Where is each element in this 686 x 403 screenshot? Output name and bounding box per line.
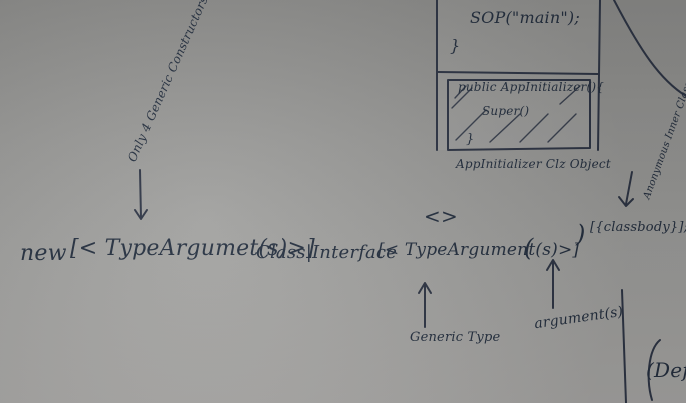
box-caption: AppInitializer Clz Object: [456, 157, 611, 171]
syntax-open-paren: (: [524, 234, 534, 262]
syntax-close-paren: ): [576, 220, 586, 248]
bottom-right-bracket: [647, 339, 661, 401]
arrow-head-generic-constructors: [134, 209, 148, 220]
annotation-def-partial: (Def: [646, 358, 686, 382]
box-text-super: Super(): [482, 104, 530, 118]
syntax-type-arguments-2: [< TypeArgument(s)>]: [378, 240, 580, 260]
syntax-type-arguments-1: [< TypeArgumet(s)>]: [70, 236, 315, 261]
annotation-generic-type: Generic Type: [410, 330, 501, 345]
drawn-object-box-area: [437, 0, 599, 150]
arrow-head-anonymous: [618, 196, 634, 207]
bottom-right-vertical-line: [621, 289, 627, 403]
arrow-head-generic-type: [418, 282, 432, 294]
syntax-class-body: [{classbody}];: [590, 220, 686, 235]
syntax-new-keyword: new: [20, 241, 67, 266]
box-divider-line: [437, 71, 599, 75]
top-right-arc: [613, 0, 686, 97]
arrow-shaft-generic-constructors: [139, 169, 142, 219]
box-text-sop-main: SOP("main");: [470, 8, 580, 27]
box-text-close-brace-1: }: [450, 36, 461, 55]
arrow-head-arguments: [546, 259, 560, 271]
annotation-diamond: <>: [424, 204, 458, 228]
box-hatching: [451, 85, 581, 143]
box-text-close-brace-2: }: [466, 132, 475, 147]
arrow-shaft-anonymous: [625, 171, 633, 205]
box-right-edge: [597, 0, 601, 151]
syntax-class-interface: Class|Interface: [256, 242, 398, 263]
inner-object-box: [447, 79, 591, 151]
box-text-constructor: public AppInitializer(){: [458, 80, 605, 94]
